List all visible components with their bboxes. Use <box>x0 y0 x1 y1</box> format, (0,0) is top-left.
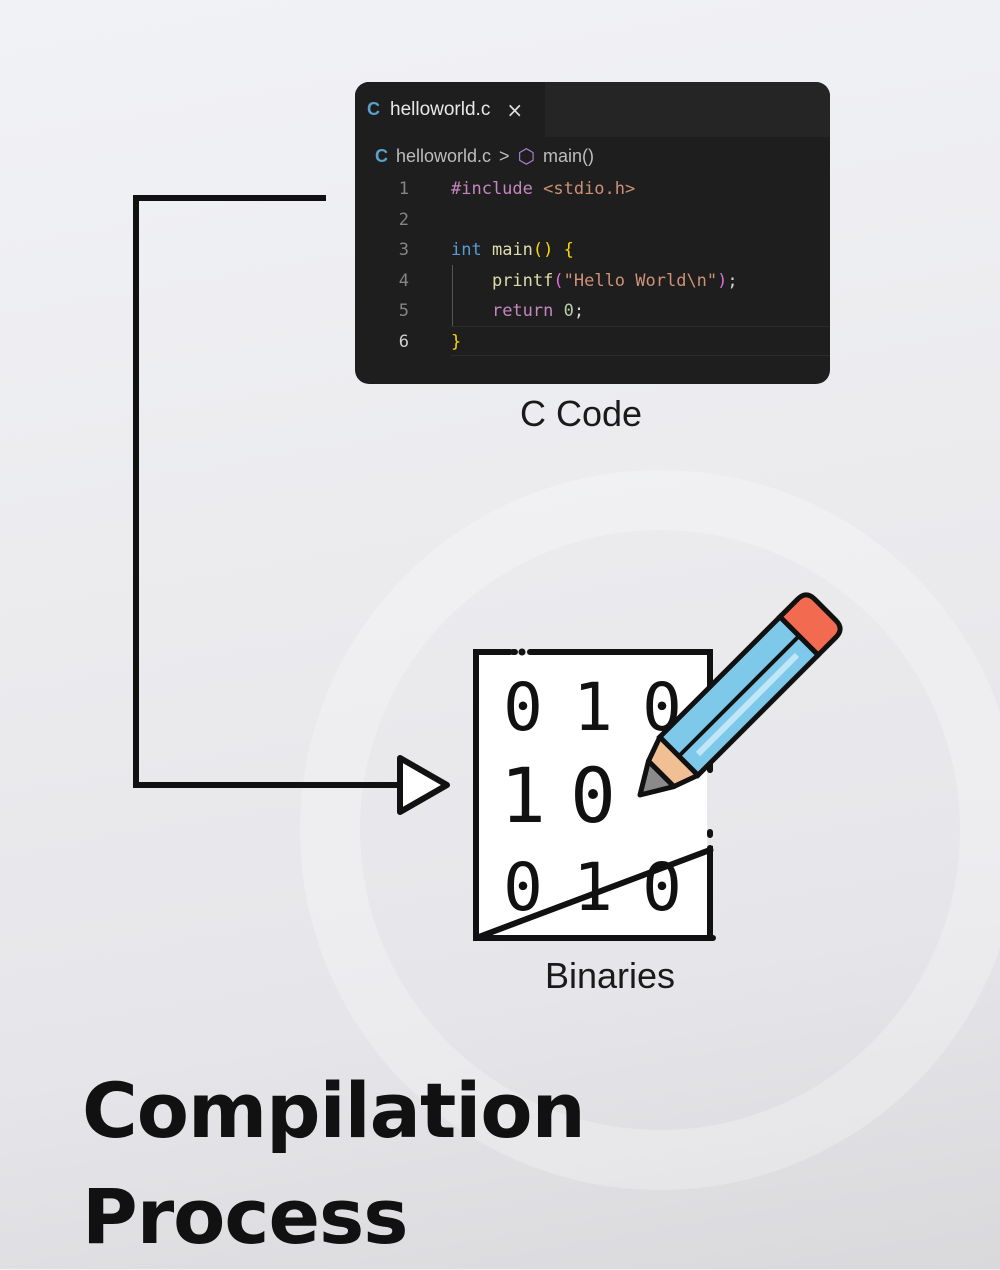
code-token: "Hello World\n" <box>563 270 718 291</box>
code-token: return <box>491 301 554 321</box>
code-token: <stdio.h> <box>532 179 636 199</box>
breadcrumb: C helloworld.c > ⬡ main() <box>375 144 594 169</box>
line-number: 4 <box>398 270 409 291</box>
tab-label: helloworld.c <box>390 98 491 120</box>
code-text: #include <stdio.h> <box>451 174 635 204</box>
chevron-right-icon: > <box>499 146 510 166</box>
binary-digit: 1 <box>573 849 613 926</box>
line-number: 6 <box>398 331 409 352</box>
binary-digit: 0 <box>503 669 543 746</box>
code-token: ; <box>727 270 738 291</box>
line-number: 2 <box>398 209 409 230</box>
code-token: 0 <box>563 301 574 321</box>
current-line-highlight <box>451 326 830 356</box>
pencil-icon <box>637 592 843 798</box>
code-line[interactable]: 3 int main() { <box>355 235 830 265</box>
line-number: 3 <box>398 240 409 260</box>
title-line-2: Process <box>82 1172 408 1261</box>
flow-arrow-head <box>397 755 450 815</box>
code-line[interactable]: 4 printf("Hello World\n"); <box>355 266 830 296</box>
code-line[interactable]: 5 return 0; <box>355 296 830 326</box>
code-token <box>553 301 563 321</box>
code-token <box>482 240 492 260</box>
code-token: printf <box>491 270 554 291</box>
binary-digit: 0 <box>642 849 682 926</box>
binary-digit: 0 <box>570 751 616 840</box>
line-number: 5 <box>398 301 409 321</box>
binary-digit: 0 <box>503 849 543 926</box>
code-token: } <box>451 331 462 352</box>
code-text: return 0; <box>451 296 584 326</box>
line-number: 1 <box>398 179 409 199</box>
code-text: } <box>451 327 461 357</box>
code-token: ) <box>717 270 728 291</box>
code-token <box>451 301 492 321</box>
binaries-label: Binaries <box>544 955 676 996</box>
breadcrumb-file[interactable]: helloworld.c <box>396 146 492 166</box>
code-token: { <box>563 240 574 260</box>
code-editor: C helloworld.c × C helloworld.c > ⬡ main… <box>355 82 830 384</box>
code-token <box>553 240 563 260</box>
code-token: #include <box>451 179 533 199</box>
title-line-1: Compilation <box>82 1066 586 1155</box>
tab-helloworld[interactable]: C helloworld.c × <box>355 82 545 137</box>
code-line[interactable]: 1 #include <stdio.h> <box>355 174 830 204</box>
breadcrumb-symbol[interactable]: main() <box>543 146 595 166</box>
code-token: ( <box>553 270 564 291</box>
page-title: Compilation Process <box>82 1058 586 1270</box>
binary-digit: 1 <box>500 751 546 840</box>
flow-arrow-line <box>133 195 400 788</box>
close-icon[interactable]: × <box>506 97 524 122</box>
code-token: main <box>491 240 533 260</box>
tab-bar: C helloworld.c × <box>355 82 830 137</box>
code-token: ; <box>573 301 585 321</box>
binary-digit: 1 <box>573 669 613 746</box>
code-line[interactable]: 2 <box>355 205 830 235</box>
c-code-label: C Code <box>519 393 643 434</box>
code-token: () <box>532 240 554 260</box>
code-text: int main() { <box>451 235 574 265</box>
code-token: int <box>451 240 482 260</box>
cube-icon: ⬡ <box>517 146 536 168</box>
indent-guide <box>452 265 453 327</box>
c-file-icon: C <box>375 146 388 166</box>
code-line[interactable]: 6} <box>355 327 830 357</box>
c-file-icon: C <box>367 99 380 119</box>
code-token <box>451 271 492 291</box>
code-text: printf("Hello World\n"); <box>451 266 738 296</box>
